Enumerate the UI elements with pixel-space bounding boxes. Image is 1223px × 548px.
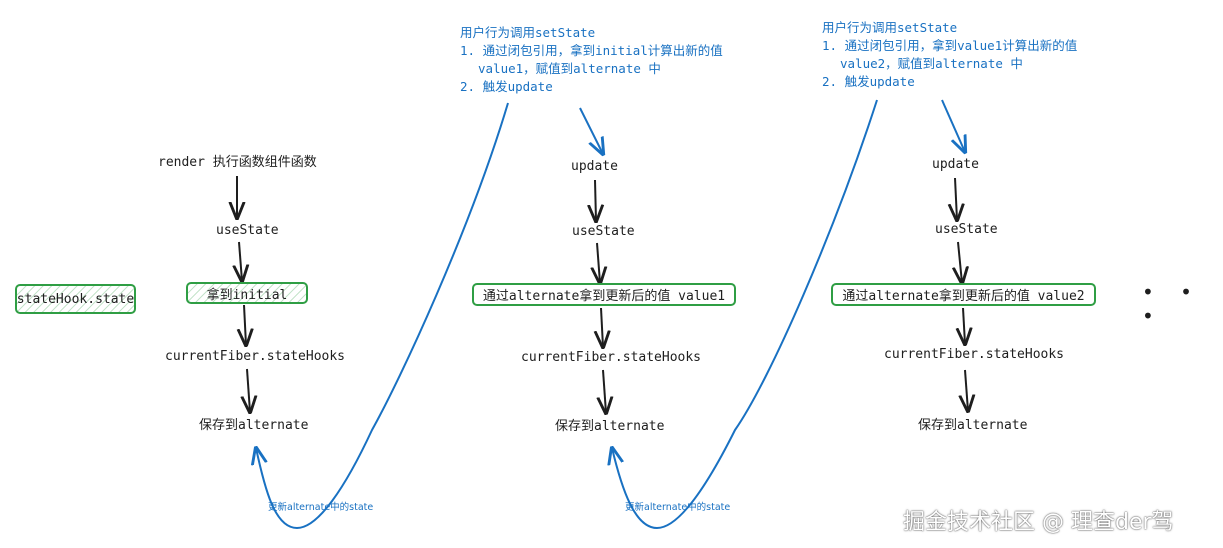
arrow-value2-to-fiber	[963, 307, 965, 344]
update-label-2: update	[571, 159, 618, 174]
get-value1-box: 通过alternate拿到更新后的值 value1	[472, 283, 736, 306]
note-line: 1. 通过闭包引用，拿到value1计算出新的值	[822, 38, 1078, 53]
note-line: value1，赋值到alternate 中	[478, 61, 661, 76]
note-line: 2. 触发update	[822, 74, 915, 89]
save-alternate-label-1: 保存到alternate	[199, 418, 309, 433]
fiber-hooks-label-2: currentFiber.stateHooks	[521, 350, 702, 365]
note-line: value2，赋值到alternate 中	[840, 56, 1023, 71]
fiber-hooks-label-3: currentFiber.stateHooks	[884, 347, 1065, 362]
get-initial-box: 拿到initial	[186, 282, 308, 304]
usestate-label-2: useState	[572, 224, 635, 239]
loop-line-2	[612, 99, 878, 530]
loop-line-1	[256, 102, 509, 530]
ellipsis: • • •	[1142, 280, 1202, 328]
setstate-note-3: 用户行为调用setState 1. 通过闭包引用，拿到value1计算出新的值 …	[822, 19, 1077, 91]
arrow-usestate-to-initial	[239, 241, 242, 281]
setstate-note-2: 用户行为调用setState 1. 通过闭包引用，拿到initial计算出新的值…	[460, 24, 723, 96]
arrow-update-to-usestate-3	[955, 177, 957, 220]
get-value1-label: 通过alternate拿到更新后的值 value1	[482, 289, 726, 304]
get-value2-box: 通过alternate拿到更新后的值 value2	[831, 283, 1096, 306]
note-line: 用户行为调用setState	[822, 20, 958, 35]
arrow-initial-to-fiber	[244, 304, 246, 345]
get-value2-label: 通过alternate拿到更新后的值 value2	[842, 289, 1085, 304]
save-alternate-label-3: 保存到alternate	[918, 418, 1028, 433]
watermark: 掘金技术社区 @ 理查der驾	[903, 510, 1174, 535]
arrow-note-to-update-2	[579, 107, 603, 154]
arrow-fiber-to-save	[247, 368, 250, 412]
render-label: render 执行函数组件函数	[158, 155, 317, 170]
note-line: 用户行为调用setState	[460, 25, 596, 40]
arrow-usestate-to-value1	[597, 242, 600, 283]
note-line: 2. 触发update	[460, 79, 553, 94]
fiber-hooks-label-1: currentFiber.stateHooks	[165, 349, 346, 364]
statehook-state-label: stateHook.state	[16, 291, 135, 307]
save-alternate-label-2: 保存到alternate	[555, 419, 665, 434]
update-label-3: update	[932, 157, 979, 172]
get-initial-label: 拿到initial	[206, 287, 288, 303]
statehook-state-box: stateHook.state	[15, 284, 136, 314]
arrow-value1-to-fiber	[601, 307, 603, 347]
note-line: 1. 通过闭包引用，拿到initial计算出新的值	[460, 43, 723, 58]
usestate-label-3: useState	[935, 222, 998, 237]
arrow-fiber-to-save-2	[603, 369, 606, 413]
loop-note-2: 更新alternate中的state	[625, 502, 731, 513]
arrow-usestate-to-value2	[958, 241, 962, 283]
arrow-note-to-update-3	[941, 99, 965, 152]
loop-note-1: 更新alternate中的state	[268, 502, 374, 513]
usestate-label-1: useState	[216, 223, 279, 238]
arrow-fiber-to-save-3	[965, 369, 968, 411]
arrow-update-to-usestate-2	[595, 179, 596, 221]
